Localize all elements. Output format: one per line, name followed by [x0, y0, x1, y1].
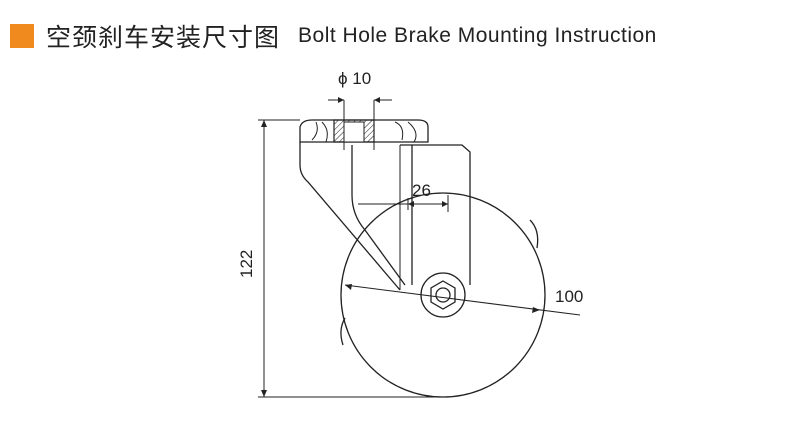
height-dimension: 122	[237, 119, 443, 398]
wheel-diameter-dimension: 100	[344, 284, 583, 316]
header: 空颈刹车安装尺寸图 Bolt Hole Brake Mounting Instr…	[10, 14, 657, 58]
title-english: Bolt Hole Brake Mounting Instruction	[298, 24, 657, 47]
header-accent-square	[10, 24, 34, 48]
wheel-diameter-label: 100	[555, 287, 583, 306]
title-chinese: 空颈刹车安装尺寸图	[46, 23, 281, 52]
bolt-diameter-dimension: ϕ 10	[328, 69, 392, 150]
offset-dimension: 26	[358, 181, 449, 212]
bolt-diameter-label: ϕ 10	[338, 69, 371, 88]
fork	[299, 142, 471, 291]
top-plate	[299, 119, 429, 143]
offset-label: 26	[412, 181, 431, 200]
height-label: 122	[237, 250, 256, 278]
wheel	[340, 192, 546, 398]
